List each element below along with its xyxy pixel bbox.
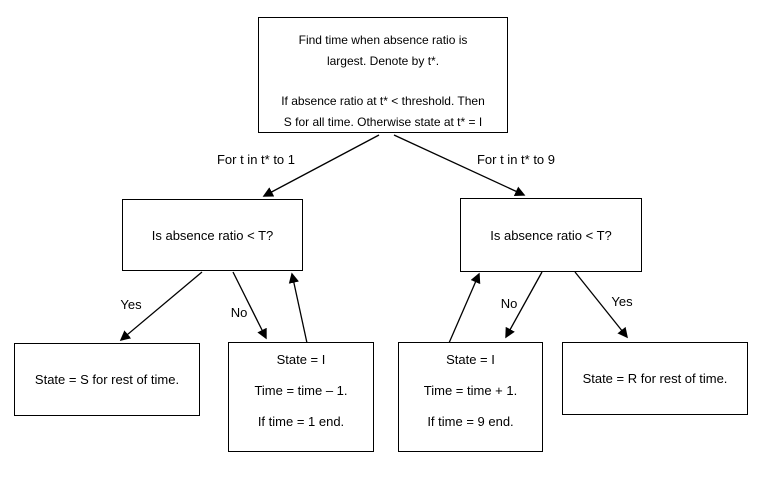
arrow-yes-left-to-terminal-s: [119, 271, 203, 342]
arrow-root-to-decision-right: [393, 134, 526, 197]
decision-right-text: Is absence ratio < T?: [490, 227, 612, 243]
terminal-r-text: State = R for rest of time.: [582, 371, 728, 386]
decision-left-text: Is absence ratio < T?: [151, 227, 274, 243]
yes-label-left: Yes: [120, 297, 142, 312]
no-label-left: No: [230, 305, 248, 320]
terminal-s-text: State = S for rest of time.: [34, 372, 180, 387]
loop-left-line-1: State = I: [276, 352, 326, 367]
arrow-yes-right-to-terminal-r: [574, 271, 628, 339]
root-box: Find time when absence ratio is largest.…: [258, 17, 508, 133]
loop-left-line-2: Time = time – 1.: [254, 383, 348, 398]
decision-box-left: Is absence ratio < T?: [122, 199, 303, 271]
arrow-no-right-to-loop-right: [505, 271, 543, 339]
arrow-root-to-decision-left: [262, 134, 380, 197]
arrow-no-left-to-loop-left: [232, 271, 267, 340]
root-box-line-3: If absence ratio at t* < threshold. Then: [281, 94, 485, 108]
root-box-paragraph-1: Find time when absence ratio is largest.…: [259, 30, 507, 72]
arrow-loop-left-return: [288, 272, 308, 344]
terminal-box-state-s: State = S for rest of time.: [14, 343, 200, 416]
loop-right-line-3: If time = 9 end.: [427, 414, 514, 429]
loop-box-right: State = I Time = time + 1. If time = 9 e…: [398, 342, 543, 452]
decision-box-right: Is absence ratio < T?: [460, 198, 642, 272]
root-box-line-1: Find time when absence ratio is: [298, 33, 468, 47]
root-box-paragraph-2: If absence ratio at t* < threshold. Then…: [259, 91, 507, 133]
loop-left-line-3: If time = 1 end.: [257, 414, 345, 429]
no-label-right: No: [500, 296, 518, 311]
yes-label-right: Yes: [611, 294, 633, 309]
loop-right-line-1: State = I: [446, 352, 495, 367]
loop-box-left: State = I Time = time – 1. If time = 1 e…: [228, 342, 374, 452]
terminal-box-state-r: State = R for rest of time.: [562, 342, 748, 415]
loop-right-line-2: Time = time + 1.: [423, 383, 518, 398]
root-box-line-4: S for all time. Otherwise state at t* = …: [283, 115, 483, 129]
root-box-line-2: largest. Denote by t*.: [326, 54, 440, 68]
arrow-loop-right-return: [448, 272, 481, 344]
branch-right-label: For t in t* to 9: [476, 152, 556, 167]
branch-left-label: For t in t* to 1: [216, 152, 296, 167]
